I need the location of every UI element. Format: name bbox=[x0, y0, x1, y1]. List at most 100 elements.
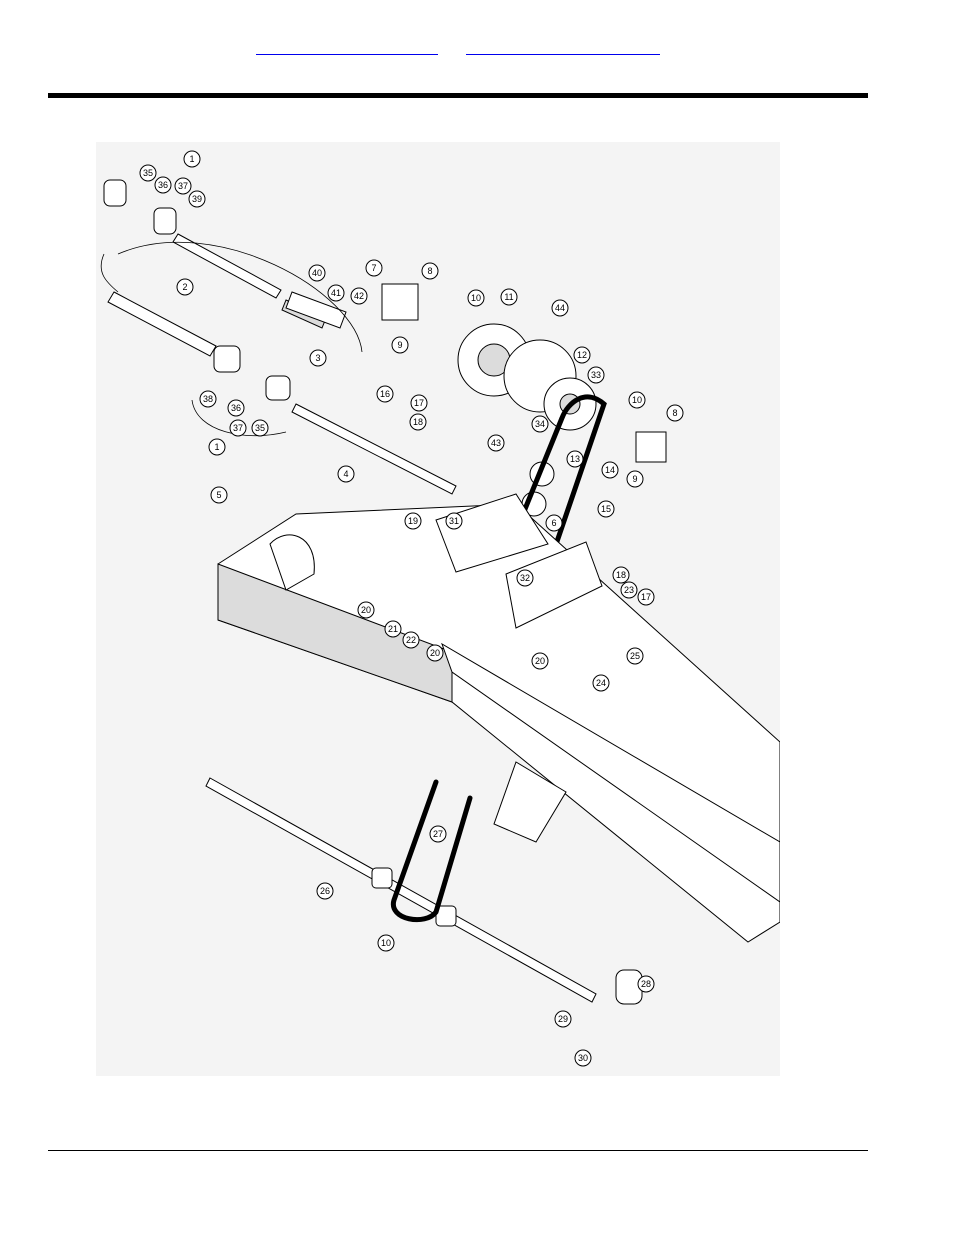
header-link-left[interactable] bbox=[256, 40, 438, 55]
header-link-right[interactable] bbox=[466, 40, 660, 55]
callout-number: 37 bbox=[178, 181, 188, 191]
header-links bbox=[0, 40, 954, 60]
callout-number: 40 bbox=[312, 268, 322, 278]
callout-number: 34 bbox=[535, 419, 545, 429]
callout-balloon bbox=[337, 465, 355, 483]
callout-balloon bbox=[426, 644, 444, 662]
callout-30: 30 bbox=[574, 1049, 592, 1067]
callout-balloon bbox=[421, 262, 439, 280]
callout-balloon bbox=[316, 882, 334, 900]
callout-balloon bbox=[554, 1010, 572, 1028]
callout-number: 33 bbox=[591, 370, 601, 380]
callout-number: 5 bbox=[216, 490, 221, 500]
callout-balloon bbox=[612, 566, 630, 584]
callout-26: 26 bbox=[316, 882, 334, 900]
callout-37: 37 bbox=[174, 177, 192, 195]
callout-balloon bbox=[391, 336, 409, 354]
callout-number: 4 bbox=[343, 469, 348, 479]
callout-number: 35 bbox=[255, 423, 265, 433]
callout-balloon bbox=[384, 620, 402, 638]
callout-36: 36 bbox=[227, 399, 245, 417]
callout-35: 35 bbox=[251, 419, 269, 437]
callout-balloon bbox=[637, 975, 655, 993]
callout-number: 36 bbox=[231, 403, 241, 413]
callout-32: 32 bbox=[516, 569, 534, 587]
callout-balloon bbox=[308, 264, 326, 282]
callout-number: 23 bbox=[624, 585, 634, 595]
chain-lower bbox=[391, 779, 473, 923]
callout-22: 22 bbox=[402, 631, 420, 649]
callout-balloon bbox=[487, 434, 505, 452]
callout-balloon bbox=[626, 647, 644, 665]
callout-balloon bbox=[500, 288, 518, 306]
callout-number: 7 bbox=[371, 263, 376, 273]
callout-number: 41 bbox=[331, 288, 341, 298]
callout-number: 17 bbox=[641, 592, 651, 602]
callout-balloon bbox=[597, 500, 615, 518]
callout-number: 27 bbox=[433, 829, 443, 839]
callout-balloon bbox=[592, 674, 610, 692]
callout-33: 33 bbox=[587, 366, 605, 384]
callout-balloon bbox=[183, 150, 201, 168]
callout-balloon bbox=[174, 177, 192, 195]
callout-balloon bbox=[154, 176, 172, 194]
callout-29: 29 bbox=[554, 1010, 572, 1028]
callout-balloon bbox=[229, 419, 247, 437]
callout-balloon bbox=[637, 588, 655, 606]
driveline-upper bbox=[103, 179, 347, 329]
lower-shaft bbox=[205, 777, 643, 1005]
callout-balloon bbox=[251, 419, 269, 437]
callout-number: 17 bbox=[414, 398, 424, 408]
callout-17: 17 bbox=[637, 588, 655, 606]
callout-18: 18 bbox=[612, 566, 630, 584]
callout-number: 30 bbox=[578, 1053, 588, 1063]
callout-20: 20 bbox=[531, 652, 549, 670]
callout-number: 8 bbox=[672, 408, 677, 418]
callout-28: 28 bbox=[637, 975, 655, 993]
callout-2: 2 bbox=[176, 278, 194, 296]
callout-number: 20 bbox=[535, 656, 545, 666]
callout-balloon bbox=[376, 385, 394, 403]
callout-number: 25 bbox=[630, 651, 640, 661]
callout-balloon bbox=[545, 514, 563, 532]
callout-balloon bbox=[327, 284, 345, 302]
callout-number: 13 bbox=[570, 454, 580, 464]
callout-number: 44 bbox=[555, 303, 565, 313]
callout-number: 20 bbox=[361, 605, 371, 615]
callout-3: 3 bbox=[309, 349, 327, 367]
callout-balloon bbox=[139, 164, 157, 182]
callout-20: 20 bbox=[426, 644, 444, 662]
callout-balloon bbox=[445, 512, 463, 530]
callout-number: 19 bbox=[408, 516, 418, 526]
callout-number: 10 bbox=[632, 395, 642, 405]
callout-number: 14 bbox=[605, 465, 615, 475]
callout-balloon bbox=[188, 190, 206, 208]
callout-9: 9 bbox=[391, 336, 409, 354]
callout-12: 12 bbox=[573, 346, 591, 364]
callout-number: 3 bbox=[315, 353, 320, 363]
callout-balloon bbox=[531, 652, 549, 670]
callout-18: 18 bbox=[409, 413, 427, 431]
callout-1: 1 bbox=[183, 150, 201, 168]
callout-16: 16 bbox=[376, 385, 394, 403]
callout-number: 32 bbox=[520, 573, 530, 583]
callout-balloon bbox=[516, 569, 534, 587]
callout-10: 10 bbox=[467, 289, 485, 307]
callout-15: 15 bbox=[597, 500, 615, 518]
callout-7: 7 bbox=[365, 259, 383, 277]
callout-number: 10 bbox=[471, 293, 481, 303]
callout-number: 16 bbox=[380, 389, 390, 399]
callout-balloon bbox=[404, 512, 422, 530]
callout-42: 42 bbox=[350, 287, 368, 305]
callout-number: 26 bbox=[320, 886, 330, 896]
callout-balloon bbox=[409, 413, 427, 431]
callout-balloon bbox=[402, 631, 420, 649]
callout-5: 5 bbox=[210, 486, 228, 504]
callout-number: 20 bbox=[430, 648, 440, 658]
callout-balloon bbox=[566, 450, 584, 468]
callout-24: 24 bbox=[592, 674, 610, 692]
sprocket-assembly bbox=[381, 283, 667, 517]
callout-number: 37 bbox=[233, 423, 243, 433]
